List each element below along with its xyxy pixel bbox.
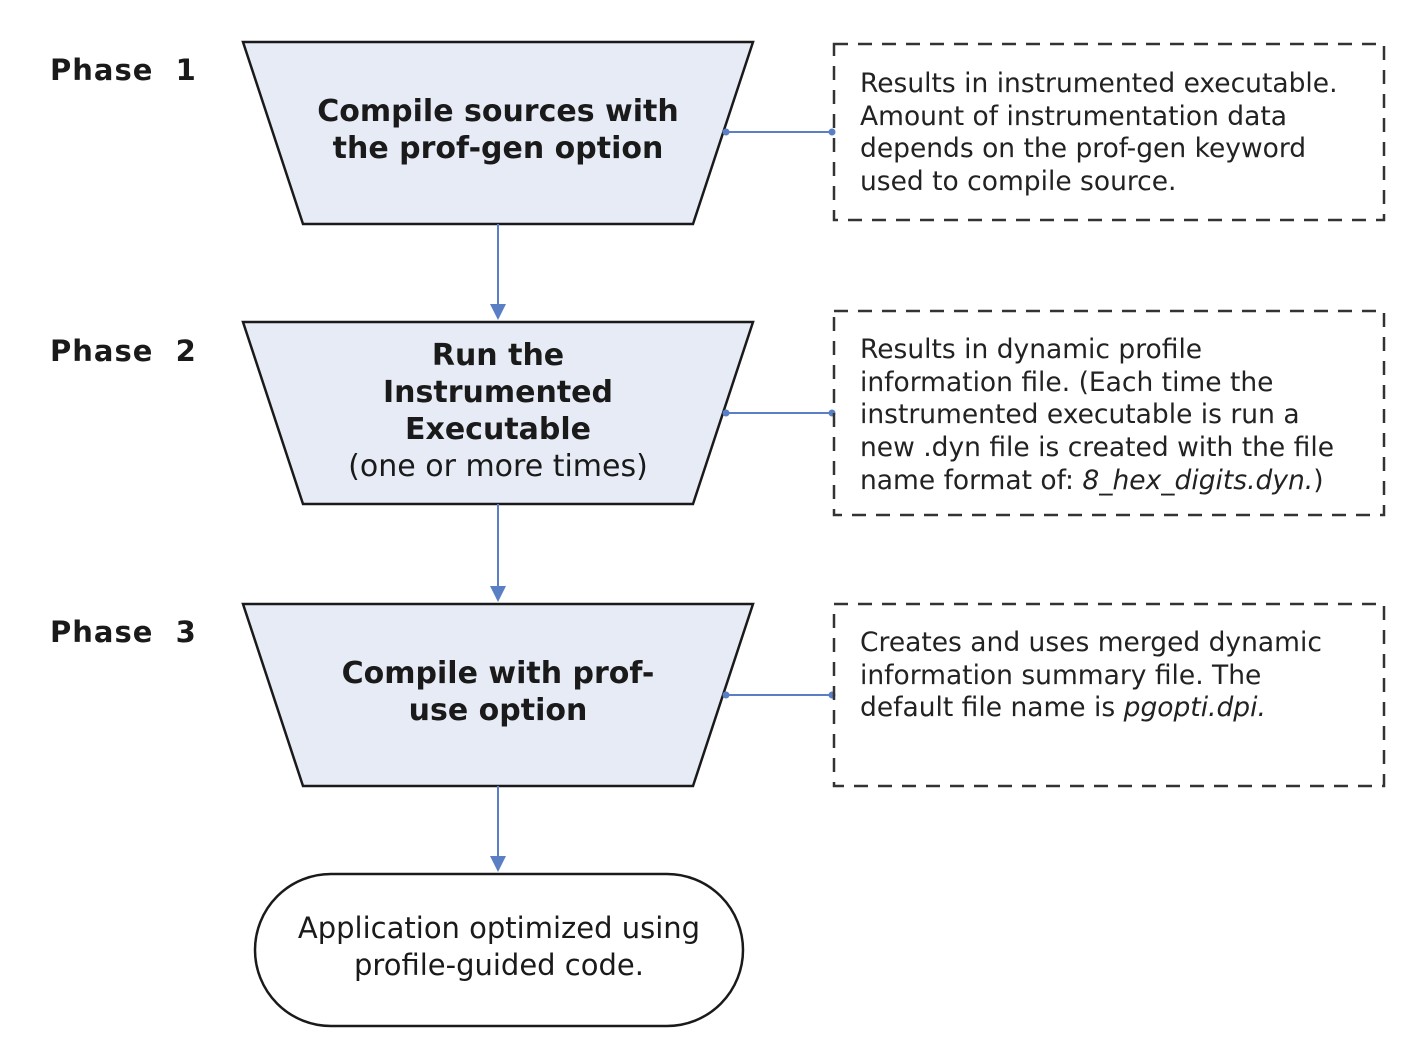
phase-2-step-line: Executable <box>404 412 592 447</box>
phase-3-label: Phase 3 <box>50 615 197 649</box>
note-line: Results in instrumented executable. <box>860 68 1338 99</box>
phase-2-note-text: Results in dynamic profile information f… <box>860 334 1334 498</box>
note-line: information summary file. The <box>860 659 1262 691</box>
note-line: new .dyn file is created with the file <box>860 432 1334 464</box>
note-line: Creates and uses merged dynamic <box>860 627 1322 658</box>
phase-3-step-line: use option <box>408 693 588 728</box>
connector-dot-icon <box>828 128 836 136</box>
connector-dot-icon <box>722 691 730 699</box>
arrowhead-icon <box>490 856 506 872</box>
note-line-text: default file name is <box>860 692 1124 724</box>
note-default-filename: pgopti.dpi. <box>1123 692 1266 724</box>
phase-1-note-box <box>832 42 1386 222</box>
connector-dot-icon <box>722 409 730 417</box>
final-result-text: Application optimized using profile-guid… <box>256 910 742 984</box>
final-result-line: Application optimized using <box>297 911 701 945</box>
phase-1-label: Phase 1 <box>50 53 197 87</box>
note-filename-format: 8_hex_digits.dyn. <box>1082 464 1314 496</box>
phase-1-note-text: Results in instrumented executable. Amou… <box>860 68 1338 199</box>
phase-3-note-text: Creates and uses merged dynamic informat… <box>860 627 1322 725</box>
phase-2-note-box <box>832 309 1386 517</box>
phase-2-step-line: Run the <box>431 338 565 373</box>
note-line: Results in dynamic profile <box>860 334 1203 365</box>
phase-1-step-line: the prof-gen option <box>332 131 664 166</box>
final-result-line: profile-guided code. <box>354 948 644 982</box>
phase-1-step-line: Compile sources with <box>317 94 679 129</box>
note-line: Amount of instrumentation data <box>860 100 1287 132</box>
note-line: default file name is pgopti.dpi. <box>860 692 1322 725</box>
phase-2-step-text: Run the Instrumented Executable (one or … <box>288 337 708 485</box>
note-line-text: name format of: <box>860 464 1083 496</box>
arrowhead-icon <box>490 586 506 602</box>
note-line: depends on the prof-gen keyword <box>860 133 1307 165</box>
arrowhead-icon <box>490 304 506 320</box>
final-result-shape <box>253 872 745 1028</box>
phase-2-step-subtext: (one or more times) <box>348 449 648 484</box>
note-line: used to compile source. <box>860 166 1177 198</box>
phase-2-label: Phase 2 <box>50 334 197 368</box>
phase-3-step-shape <box>241 602 755 788</box>
note-line: instrumented executable is run a <box>860 399 1300 431</box>
connector-dot-icon <box>722 128 730 136</box>
phase-1-step-text: Compile sources with the prof-gen option <box>288 93 708 167</box>
note-line: name format of: 8_hex_digits.dyn.) <box>860 465 1334 498</box>
note-line-closing: ) <box>1313 464 1324 496</box>
phase-1-step-shape <box>241 40 755 226</box>
phase-3-note-box <box>832 602 1386 788</box>
phase-2-step-shape <box>241 320 755 506</box>
note-line: information file. (Each time the <box>860 366 1274 398</box>
phase-2-step-line: Instrumented <box>383 375 613 410</box>
phase-3-step-text: Compile with prof- use option <box>288 655 708 729</box>
phase-3-step-line: Compile with prof- <box>341 656 655 691</box>
